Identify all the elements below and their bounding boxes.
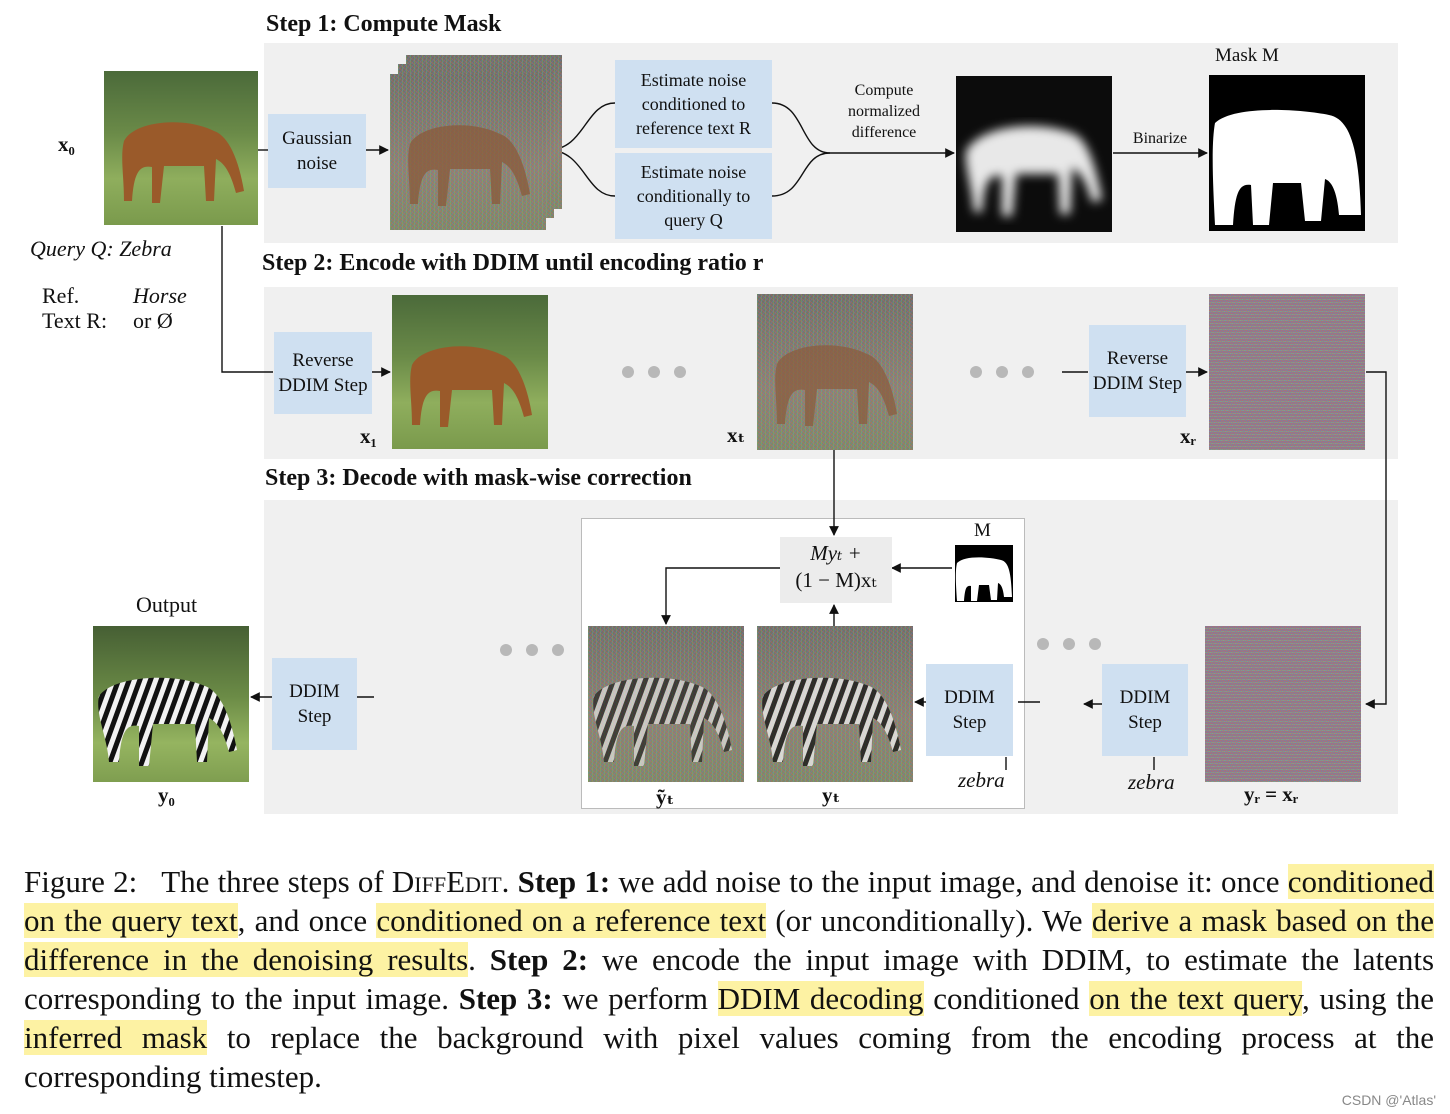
step1-title: Step 1: Compute Mask <box>266 11 502 37</box>
reverse-ddim-box-2: Reverse DDIM Step <box>1089 325 1186 417</box>
step3-title: Step 3: Decode with mask-wise correction <box>265 465 692 491</box>
estimate-query-box: Estimate noise conditionally to query Q <box>615 153 772 239</box>
combine-line-2: (1 − M)xₜ <box>795 568 877 592</box>
watermark: CSDN @'Atlas' <box>1341 1092 1436 1108</box>
zebra-label-2: zebra <box>1128 770 1175 794</box>
ddim-step-text-output: DDIM Step <box>289 681 340 727</box>
mask-silhouette-icon <box>1212 109 1361 225</box>
m-small-label: M <box>974 520 991 541</box>
binarize-label: Binarize <box>1132 130 1188 147</box>
ddim-step-box-mid: DDIM Step <box>926 664 1013 756</box>
ref-label-2: Text R: <box>42 308 108 333</box>
caption-s1c: (or unconditionally). We <box>775 903 1083 938</box>
horse-icon <box>122 122 244 203</box>
figure-caption: Figure 2: The three steps of DiffEdit. S… <box>24 862 1434 1096</box>
caption-s3a: we perform <box>562 981 708 1016</box>
step2-title: Step 2: Encode with DDIM until encoding … <box>262 250 764 276</box>
horse-icon-xt <box>775 345 897 426</box>
xt-image <box>757 294 913 450</box>
caption-s3c: , using the <box>1302 981 1435 1016</box>
estimate-ref-text: Estimate noise conditioned to reference … <box>636 70 751 138</box>
query-label: Query Q: Zebra <box>30 236 172 261</box>
output-zebra-image <box>93 626 249 782</box>
ytilde-label: ỹₜ <box>656 785 675 809</box>
x1-label: x₁ <box>360 424 377 448</box>
ytilde-image <box>588 626 744 782</box>
x0-label: x₀ <box>58 132 75 156</box>
ref-value-1: Horse <box>133 283 187 308</box>
reverse-ddim-text-2: Reverse DDIM Step <box>1092 348 1183 394</box>
zebra-icon <box>98 677 237 766</box>
caption-highlight-5: on the text query <box>1089 981 1302 1016</box>
binary-mask-image <box>1209 75 1365 231</box>
ddim-step-box-right: DDIM Step <box>1102 664 1188 756</box>
input-horse-image <box>104 71 258 225</box>
noisy-zebra-icon-2 <box>762 677 901 766</box>
caption-s1a: we add noise to the input image, and den… <box>618 864 1280 899</box>
caption-highlight-6: inferred mask <box>24 1020 208 1055</box>
caption-step2: Step 2: <box>489 942 589 977</box>
xr-label: xᵣ <box>1180 424 1196 448</box>
caption-s3b: conditioned <box>933 981 1080 1016</box>
caption-s2: we encode the input image with DDIM, to … <box>24 942 1435 1016</box>
gaussian-noise-box: Gaussian noise <box>268 114 366 188</box>
compute-difference-label: Compute normalized difference <box>848 82 920 141</box>
xt-label: xₜ <box>727 423 746 447</box>
ddim-step-text-mid: DDIM Step <box>944 687 995 733</box>
caption-step3: Step 3: <box>458 981 553 1016</box>
reverse-ddim-box-1: Reverse DDIM Step <box>274 332 372 414</box>
blurred-horse-icon <box>965 126 1102 216</box>
noisy-zebra-icon-1 <box>593 677 732 766</box>
caption-s3d: to replace the background with pixel val… <box>24 1020 1435 1094</box>
yt-label: yₜ <box>822 783 841 807</box>
ellipsis-step3-b <box>1037 638 1101 650</box>
difference-map-image <box>956 76 1112 232</box>
ellipsis-step2-b <box>970 366 1034 378</box>
caption-prefix: Figure 2: <box>24 864 138 899</box>
ddim-step-box-output: DDIM Step <box>272 658 357 750</box>
caption-method-name: DiffEdit <box>391 864 502 899</box>
horse-icon-x1 <box>410 346 532 427</box>
combine-line-1: Myₜ + <box>810 541 862 565</box>
xr-image <box>1209 294 1365 450</box>
ellipsis-step2-a <box>622 366 686 378</box>
caption-s1b: , and once <box>237 903 368 938</box>
caption-intro: The three steps of <box>161 864 384 899</box>
horse-silhouette-icon <box>408 125 530 206</box>
ellipsis-step3-a <box>500 644 564 656</box>
combine-box: Myₜ + (1 − M)xₜ <box>780 537 892 603</box>
caption-step1: Step 1: <box>517 864 611 899</box>
y0-label: y₀ <box>158 783 175 807</box>
mask-m-title: Mask M <box>1215 45 1279 66</box>
output-label: Output <box>136 592 198 617</box>
small-mask-image <box>955 545 1013 602</box>
ref-value-2: or Ø <box>133 308 173 333</box>
caption-s1d: . <box>468 942 476 977</box>
estimate-ref-box: Estimate noise conditioned to reference … <box>615 60 772 148</box>
caption-highlight-4: DDIM decoding <box>717 981 924 1016</box>
ref-label-1: Ref. <box>42 283 80 308</box>
reverse-ddim-text-1: Reverse DDIM Step <box>278 350 368 396</box>
noisy-horse-image <box>390 74 546 230</box>
yr-label: yᵣ = xᵣ <box>1244 782 1299 806</box>
x1-image <box>392 295 548 449</box>
caption-highlight-2: conditioned on a reference text <box>376 903 767 938</box>
caption-intro-post: . <box>501 864 510 899</box>
ddim-step-text-right: DDIM Step <box>1119 687 1171 733</box>
yt-image <box>757 626 913 782</box>
zebra-label-1: zebra <box>958 768 1005 792</box>
estimate-query-text: Estimate noise conditionally to query Q <box>636 162 751 230</box>
yr-image <box>1205 626 1361 782</box>
small-mask-icon <box>955 557 1012 601</box>
